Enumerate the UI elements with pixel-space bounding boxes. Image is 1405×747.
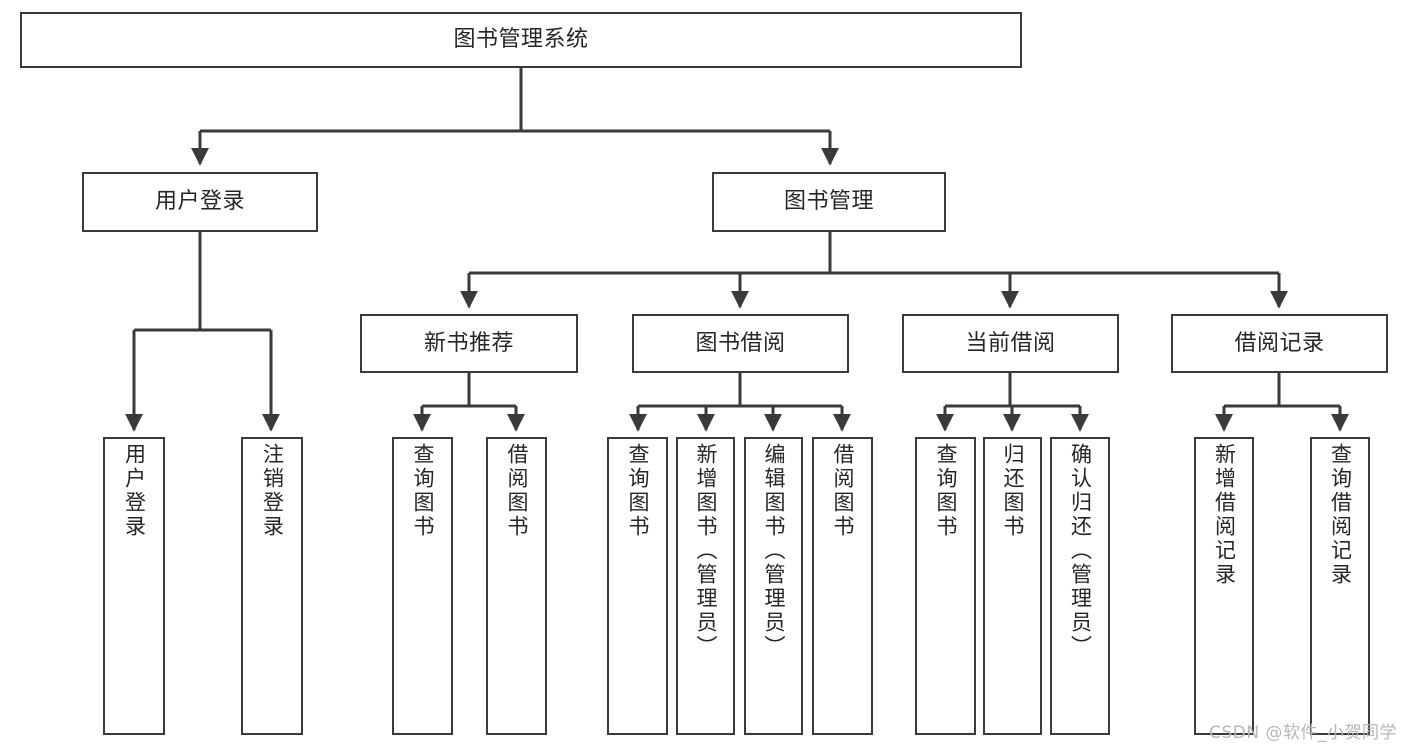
leaf-add-book[interactable]: 新增图书（管理员） <box>676 437 735 735</box>
csdn-watermark: CSDN @软件_小贺同学 <box>1209 723 1397 743</box>
node-label: 借阅图书 <box>505 443 529 539</box>
node-label: 编辑图书（管理员） <box>762 443 786 659</box>
node-book-management[interactable]: 图书管理 <box>712 172 946 232</box>
leaf-confirm-return[interactable]: 确认归还（管理员） <box>1050 437 1110 735</box>
node-label: 归还图书 <box>1001 443 1025 539</box>
leaf-borrow-book-2[interactable]: 借阅图书 <box>812 437 873 735</box>
node-borrow-record[interactable]: 借阅记录 <box>1171 314 1388 373</box>
node-label: 借阅记录 <box>1234 330 1325 356</box>
node-root-system[interactable]: 图书管理系统 <box>20 12 1022 68</box>
leaf-borrow-book-1[interactable]: 借阅图书 <box>486 437 547 735</box>
node-new-book-recommend[interactable]: 新书推荐 <box>360 314 578 373</box>
node-label: 用户登录 <box>154 189 245 215</box>
node-label: 用户登录 <box>122 443 147 539</box>
node-label: 新增借阅记录 <box>1212 443 1237 587</box>
node-label: 查询借阅记录 <box>1328 443 1353 587</box>
leaf-query-book-3[interactable]: 查询图书 <box>915 437 976 735</box>
node-label: 确认归还（管理员） <box>1068 443 1093 659</box>
leaf-query-book-1[interactable]: 查询图书 <box>392 437 453 735</box>
node-label: 查询图书 <box>626 443 650 539</box>
leaf-add-record[interactable]: 新增借阅记录 <box>1194 437 1254 735</box>
leaf-return-book[interactable]: 归还图书 <box>983 437 1042 735</box>
node-label: 查询图书 <box>411 443 435 539</box>
node-label: 新书推荐 <box>423 330 514 356</box>
node-user-login[interactable]: 用户登录 <box>82 172 318 232</box>
leaf-query-record[interactable]: 查询借阅记录 <box>1310 437 1370 735</box>
node-label: 借阅图书 <box>831 443 855 539</box>
leaf-logout[interactable]: 注销登录 <box>241 437 303 735</box>
node-label: 查询图书 <box>934 443 958 539</box>
leaf-edit-book[interactable]: 编辑图书（管理员） <box>744 437 803 735</box>
node-label: 图书借阅 <box>695 330 786 356</box>
node-label: 注销登录 <box>260 443 285 539</box>
node-current-borrow[interactable]: 当前借阅 <box>902 314 1119 373</box>
node-label: 图书管理 <box>783 189 874 215</box>
leaf-query-book-2[interactable]: 查询图书 <box>607 437 668 735</box>
node-book-borrow[interactable]: 图书借阅 <box>632 314 849 373</box>
node-label: 新增图书（管理员） <box>694 443 718 659</box>
node-label: 当前借阅 <box>965 330 1056 356</box>
leaf-user-login[interactable]: 用户登录 <box>103 437 165 735</box>
node-label: 图书管理系统 <box>453 27 589 53</box>
